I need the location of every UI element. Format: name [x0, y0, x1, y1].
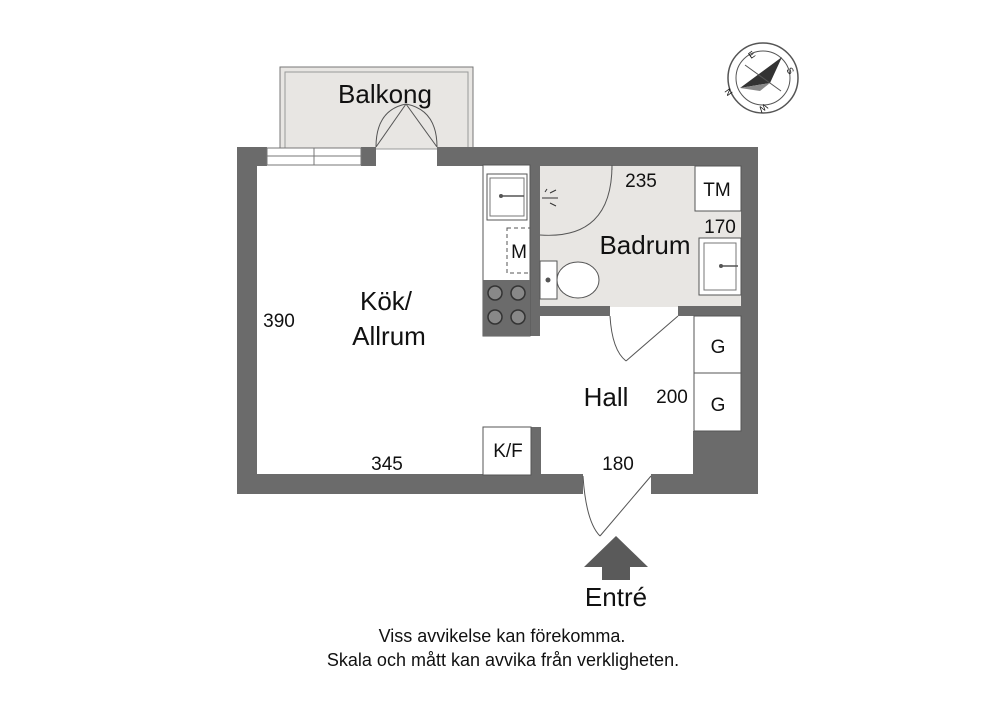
entrance-arrow-icon — [584, 536, 648, 580]
hall-width-dim: 180 — [602, 454, 634, 475]
outer-walls — [237, 147, 758, 494]
shower-head-icon — [542, 188, 558, 207]
doors — [375, 103, 679, 537]
kitchen-width-dim: 345 — [371, 454, 403, 475]
interior-walls — [530, 165, 741, 475]
toilet-icon — [539, 260, 600, 300]
balcony-label: Balkong — [338, 79, 432, 109]
compass-north: N — [723, 87, 735, 98]
bathroom-door — [625, 315, 679, 362]
entrance-door — [599, 475, 652, 537]
bathroom-height-dim: 170 — [704, 217, 736, 238]
fridge-freezer — [482, 426, 532, 476]
washer-label: TM — [703, 180, 730, 201]
kitchen-height-dim: 390 — [263, 311, 295, 332]
balcony-door — [375, 103, 407, 148]
compass-east: E — [746, 49, 757, 61]
compass-icon: E S N W — [723, 42, 799, 115]
bathroom-fixtures — [539, 164, 742, 300]
window — [266, 147, 362, 166]
wardrobe-label-1: G — [711, 337, 726, 358]
bathroom-width-dim: 235 — [625, 171, 657, 192]
bathroom-label: Badrum — [599, 230, 690, 260]
kitchen-counter — [482, 164, 531, 337]
hall-height-dim: 200 — [656, 387, 688, 408]
kitchen-label-line1: Kök/ — [360, 286, 413, 316]
disclaimer-line1: Viss avvikelse kan förekomma. — [379, 626, 626, 646]
wardrobes — [693, 315, 742, 432]
compass-south: S — [784, 65, 796, 76]
disclaimer-line2: Skala och mått kan avvika från verklighe… — [327, 650, 679, 670]
entrance-label: Entré — [585, 582, 647, 612]
hall-label: Hall — [584, 382, 629, 412]
microwave-label: M — [511, 242, 527, 263]
wardrobe-label-2: G — [711, 395, 726, 416]
fridge-freezer-label: K/F — [493, 441, 523, 462]
kitchen-label-line2: Allrum — [352, 321, 426, 351]
